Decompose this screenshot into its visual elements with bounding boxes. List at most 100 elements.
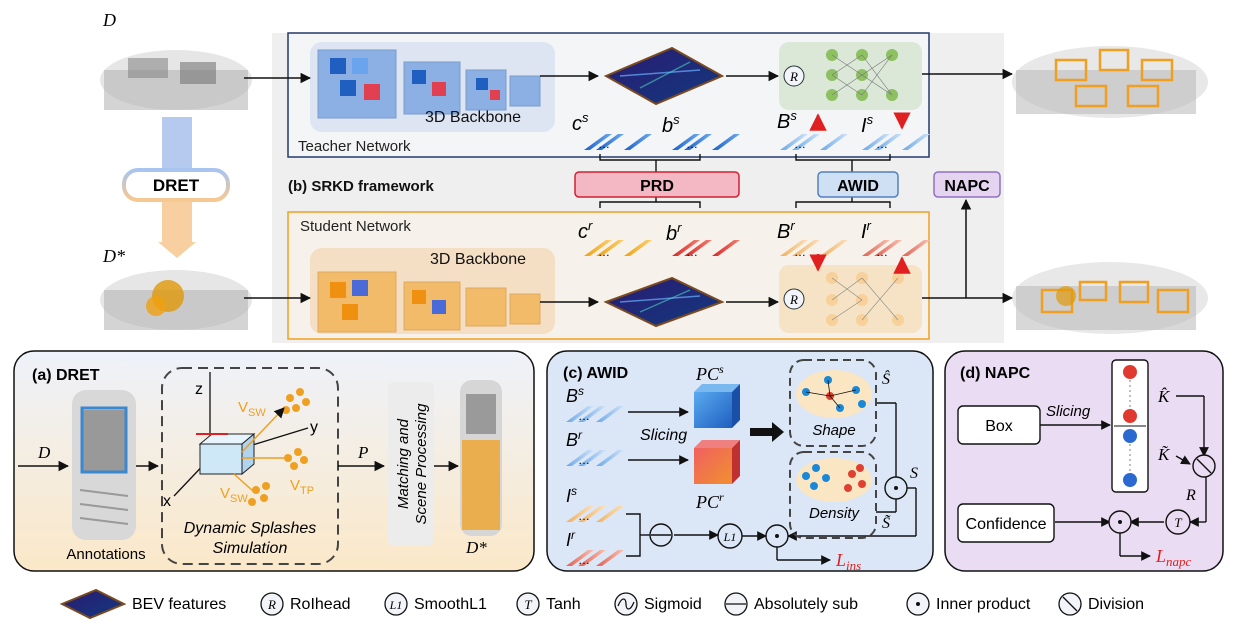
pc-s-cube [694,384,740,428]
awid-arrows [626,402,917,565]
dret-pill-label: DRET [153,176,200,195]
panel-a-D-label: D [37,443,51,462]
awid-slicing-label: Slicing [640,427,687,444]
panel-d-title: (d) NAPC [960,365,1031,382]
legend-smoothl1-symbol: L1 [389,598,403,612]
matching-box [388,382,434,546]
label-cr: cr [578,218,593,243]
density-box [789,451,877,539]
napc-slicing-label: Slicing [1046,403,1091,420]
legend-smoothl1-icon [384,592,408,616]
legend-abssub-label: Absolutely sub [754,596,858,613]
student-Br-dots: … [794,245,806,259]
dret-flow-bar-bottom [162,200,192,242]
dret-flow-arrowhead [158,242,196,258]
awid-Bs: Bs [566,384,584,406]
student-feature-labels: cr br Br Ir [578,218,872,245]
input-pointcloud-D [100,50,252,110]
annotation-cloud [72,390,136,540]
vtp-label: VTP [290,477,314,497]
awid-Bs-dots: … [578,409,590,423]
label-cs: cs [572,110,589,135]
prd-label: PRD [640,178,674,195]
teacher-mlp [826,49,898,101]
teacher-voxel-blocks [317,49,541,119]
tanh-op-label: T [1174,515,1182,530]
splash-sim-label-2: Simulation [213,540,288,557]
napc-module [933,171,1001,198]
matching-label-1: Matching and [395,418,412,509]
legend-smoothl1-label: SmoothL1 [414,596,487,613]
legend-bev-icon [59,588,127,620]
awid-Ir: Ir [566,528,576,550]
awid-Br-dots: … [578,453,590,467]
awid-Is-dots: … [578,509,590,523]
awid-loss-product-dot [775,534,779,538]
label-bs: bs [662,112,680,137]
legend-tanh-symbol: T [524,597,532,612]
splash-cube [196,432,256,476]
legend-roihead-icon [260,592,284,616]
awid-inner-product-dot [894,486,898,490]
pc-r-label: PCr [695,490,724,512]
confidence-label: Confidence [966,516,1047,533]
napc-inner-product-dot [1118,520,1122,524]
panel-a-P-label: P [357,443,368,462]
input-D-star-label: D* [102,246,125,266]
legend-tanh-label: Tanh [546,596,581,613]
density-label: Density [809,505,861,522]
smoothl1-op-label: L1 [723,530,737,544]
teacher-bs-dots: … [686,137,698,151]
awid-big-arrow [750,422,784,442]
napc-arrows [1055,395,1209,561]
s-label: S [910,465,918,482]
teacher-backbone: 3D Backbone [310,42,555,132]
splash-sim-label-1: Dynamic Splashes [184,520,317,537]
tanh-op [1165,509,1191,535]
awid-label: AWID [837,178,879,195]
teacher-cs-dots: … [598,137,610,151]
k-tilde-label: K̃ [1157,445,1171,464]
density-points [802,464,866,492]
awid-Ir-dots: … [578,553,590,567]
napc-R-label: R [1185,487,1196,504]
panel-c-title: (c) AWID [563,365,628,382]
confidence-node [957,503,1055,543]
main-flow-arrows [244,68,1014,308]
awid-Is: Is [566,484,577,506]
teacher-roihead-icon [783,65,805,87]
student-output-detections [1012,262,1208,334]
label-br: br [666,220,682,245]
legend-sigmoid-curve [617,598,635,610]
annotations-label: Annotations [66,546,145,563]
student-backbone-label: 3D Backbone [430,251,526,268]
student-br-dots: … [686,245,698,259]
prd-module [574,171,740,198]
axis-z: z [195,381,203,398]
student-backbone: 3D Backbone [310,248,555,334]
slice-points [1114,365,1146,487]
student-voxel-blocks [317,271,541,333]
vsw-top-label: VSW [238,399,266,419]
pc-s-label: PCs [695,362,724,384]
teacher-network-label: Teacher Network [298,138,411,155]
awid-bars [566,406,624,566]
student-Ir-dots: … [876,245,888,259]
s-tilde-bottom: S̃ [882,514,891,532]
division-op-line [1196,458,1212,474]
shape-points [802,376,866,412]
shape-box [789,359,877,447]
teacher-feature-labels: cs bs Bs Is [572,108,874,137]
legend-division-label: Division [1088,596,1144,613]
legend-inner-label: Inner product [936,596,1031,613]
student-cr-dots: … [598,245,610,259]
loss-napc: Lnapc [1155,546,1192,569]
student-feature-bars [584,240,930,256]
student-network-label: Student Network [300,218,411,235]
matching-label-2: Scene Processing [413,403,430,525]
output-cloud-D-star [460,380,502,536]
splash-points [248,388,310,506]
box-node-label: Box [985,418,1013,435]
splash-vectors [233,407,285,493]
